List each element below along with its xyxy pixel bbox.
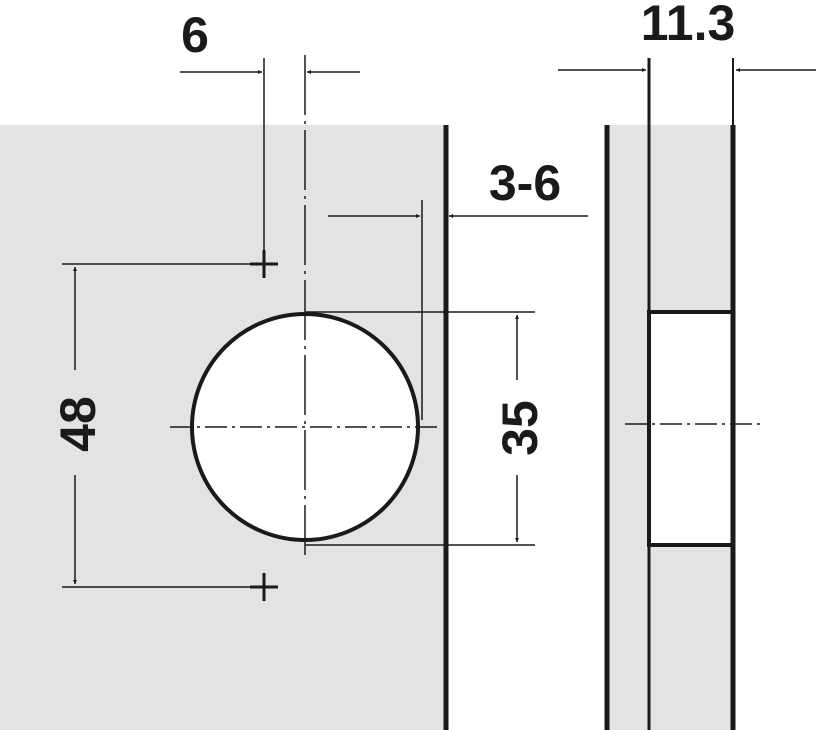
dimension-6: 6	[181, 7, 209, 63]
dimension-48: 48	[50, 396, 106, 452]
dimension-11-3: 11.3	[641, 0, 736, 51]
cup-recess	[647, 310, 735, 547]
dimension-35: 35	[492, 400, 548, 456]
dimension-3-6: 3-6	[489, 155, 561, 211]
screw-hole-bottom	[250, 573, 278, 601]
screw-hole-top	[250, 250, 278, 278]
